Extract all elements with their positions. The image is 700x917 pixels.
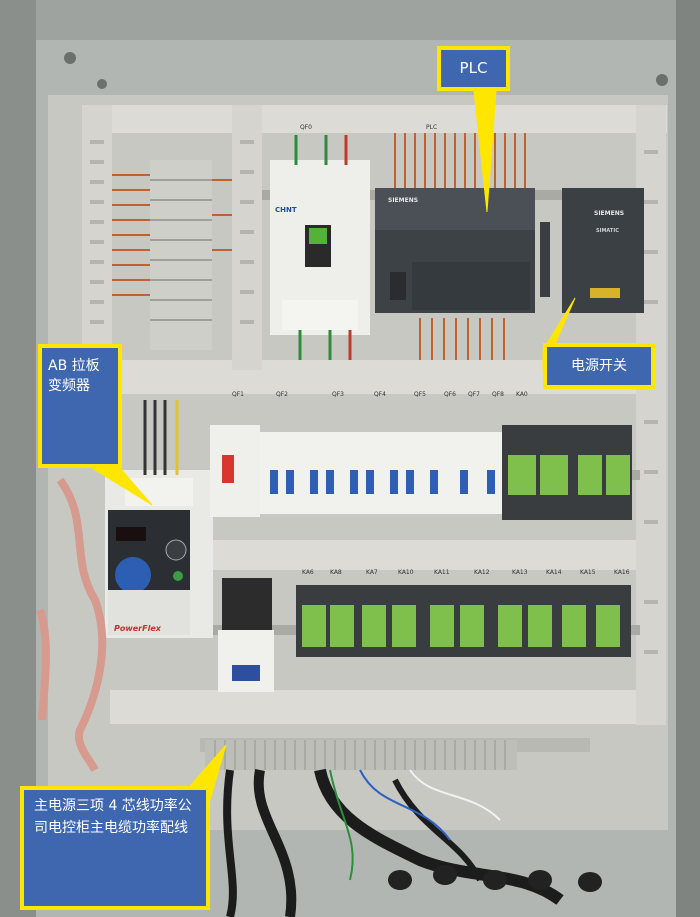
contactor-label-plate [232, 665, 260, 681]
tag-qf2: QF2 [276, 391, 288, 398]
cabinet-door-edge-right [676, 0, 700, 917]
tag-ka13: KA13 [512, 569, 528, 576]
relay-group-lower [296, 585, 631, 657]
contactor-top [222, 578, 272, 630]
plc-module [540, 222, 550, 297]
contactor [218, 630, 274, 692]
screw-icon [97, 79, 107, 89]
wire-duct-left [82, 105, 112, 370]
terminal-block-segments [150, 179, 212, 321]
pointer-vfd [90, 467, 153, 506]
spiral-wrapped-cable-2 [36, 608, 50, 721]
cable-glands [388, 865, 602, 892]
vfd-start-button-icon [173, 571, 183, 581]
wire-duct-top [82, 105, 667, 133]
wire-duct-center [232, 105, 262, 370]
plc-upper-terminals [375, 188, 535, 230]
tag-ka15: KA15 [580, 569, 596, 576]
powerflex-logo: PowerFlex [114, 624, 162, 633]
device-tags: QF0 PLC QF1 QF2 QF3 QF4 QF5 QF6 QF7 QF8 … [232, 124, 630, 576]
tag-plc: PLC [426, 124, 437, 131]
pointer-plc [473, 90, 497, 213]
brand-marks: CHNT SIEMENS SIEMENS SIMATIC PowerFlex [114, 197, 624, 633]
relay-ka3 [606, 455, 630, 495]
siemens-logo-psu: SIEMENS [594, 210, 624, 217]
breaker-handle-on [309, 228, 327, 244]
orange-wires [112, 133, 526, 360]
siemens-logo-plc: SIEMENS [388, 197, 418, 204]
terminal-block-upper [150, 160, 212, 350]
tag-qf7: QF7 [468, 391, 480, 398]
breaker-terminal-cover [282, 300, 358, 330]
tag-ka10: KA10 [398, 569, 414, 576]
chint-logo: CHNT [275, 206, 297, 214]
relay-ka1 [540, 455, 568, 495]
duct-slots [90, 140, 658, 654]
cabinet-door-edge-left [0, 0, 36, 917]
simatic-mark: SIMATIC [596, 228, 619, 234]
relay-ka0 [508, 455, 536, 495]
screw-icon [656, 74, 668, 86]
vfd-lower-body [108, 590, 190, 635]
tag-qf5: QF5 [414, 391, 426, 398]
tag-qf4: QF4 [374, 391, 386, 398]
tag-ka7: KA7 [366, 569, 378, 576]
tag-qf3: QF3 [332, 391, 344, 398]
screw-icon [64, 52, 76, 64]
vfd-display [116, 527, 146, 541]
wire-duct-lower [110, 690, 665, 724]
tag-ka0: KA0 [516, 391, 528, 398]
breaker-qf1 [210, 425, 260, 517]
tag-qf6: QF6 [444, 391, 456, 398]
vfd-cables [143, 400, 167, 475]
relay-ka2 [578, 455, 602, 495]
tag-ka14: KA14 [546, 569, 562, 576]
terminal-block-lower [205, 740, 517, 770]
red-wires [344, 135, 352, 360]
relay-group-upper [502, 425, 632, 520]
breaker-handle-red [222, 455, 234, 483]
tag-qf0: QF0 [300, 124, 312, 131]
callout-power-switch: 电源开关 [543, 343, 655, 389]
bottom-cables [223, 768, 564, 917]
vfd-dpad-icon [115, 557, 151, 593]
breaker-row [210, 425, 502, 517]
tag-ka11: KA11 [434, 569, 450, 576]
callout-main-cable: 主电源三项 4 芯线功率公司电控柜主电缆功率配线 [20, 786, 210, 910]
plc-lower-terminals [412, 262, 530, 310]
plc-port [390, 272, 406, 300]
psu-terminal-yellow [590, 288, 620, 298]
vfd-knob-icon [165, 539, 187, 561]
tag-qf1: QF1 [232, 391, 244, 398]
colored-signal-wires [329, 769, 501, 881]
green-wires [294, 135, 332, 360]
spiral-wrapped-cable [56, 477, 107, 772]
terminal-segments-lower [214, 740, 506, 770]
tag-ka6: KA6 [302, 569, 314, 576]
callout-vfd: AB 拉板变频器 [38, 344, 122, 468]
tag-ka8: KA8 [330, 569, 342, 576]
tag-qf8: QF8 [492, 391, 504, 398]
wire-duct-middle [200, 540, 660, 570]
tag-ka16: KA16 [614, 569, 630, 576]
tag-ka12: KA12 [474, 569, 490, 576]
callout-plc: PLC [437, 46, 510, 91]
